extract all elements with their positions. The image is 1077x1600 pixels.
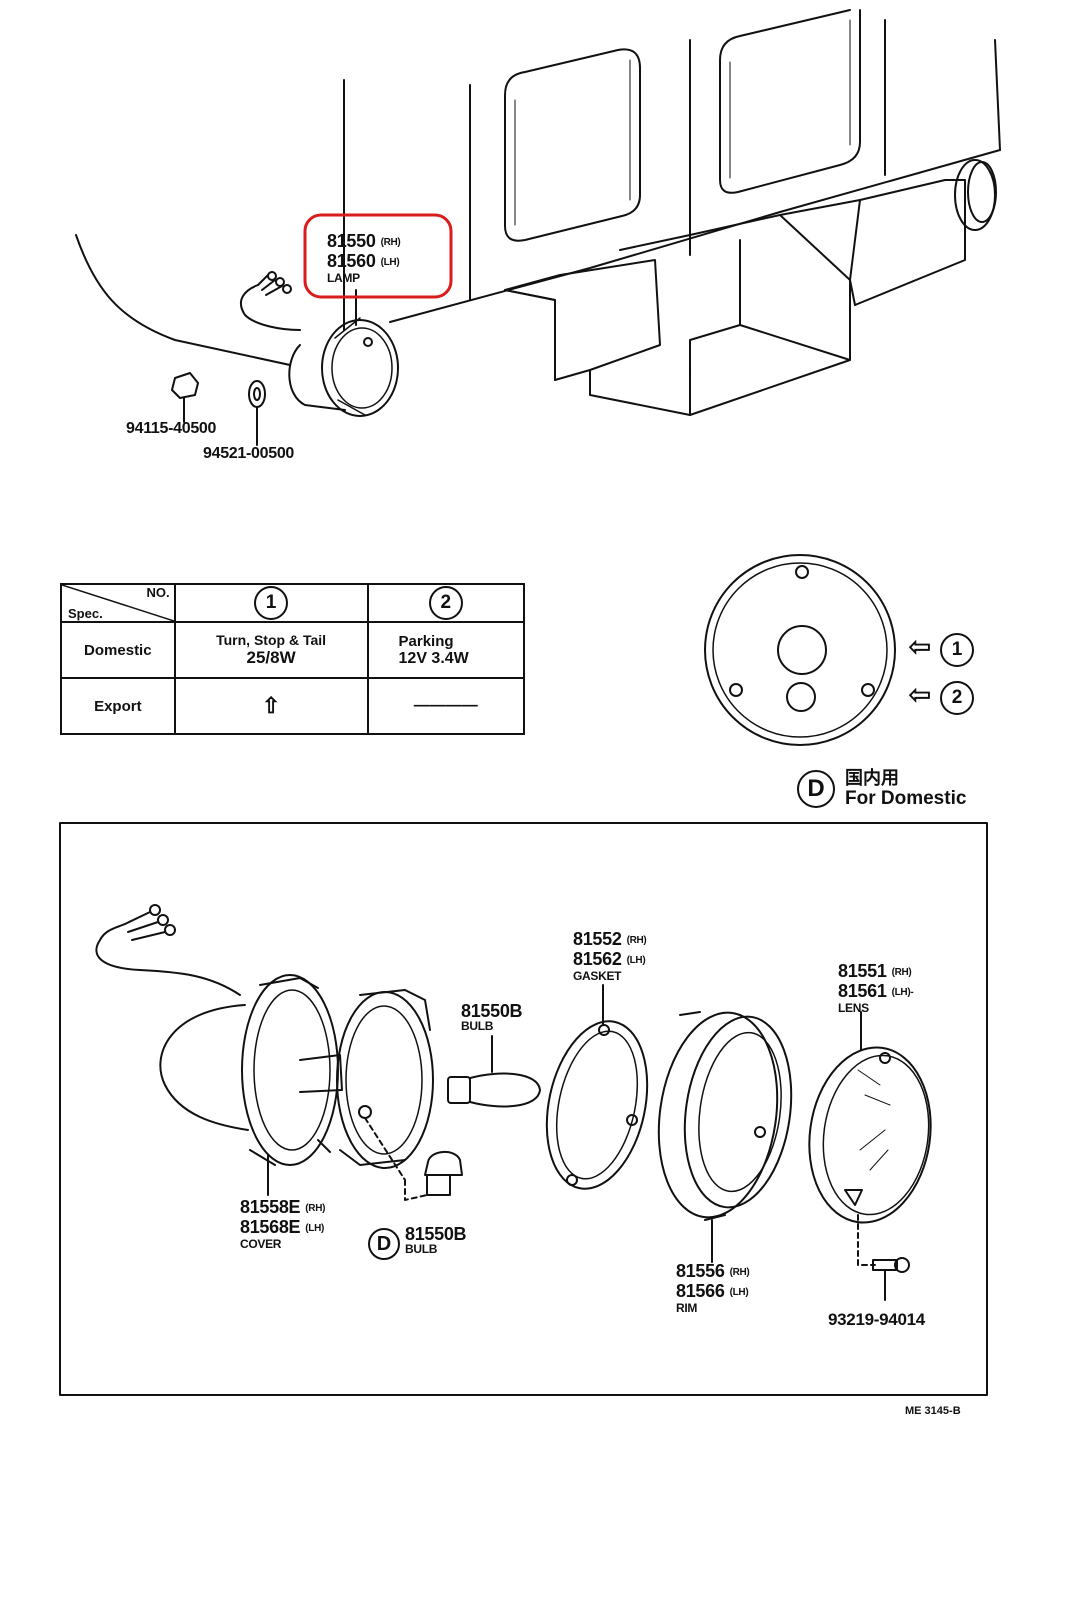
gasket-lh-tag: (LH) bbox=[626, 955, 646, 966]
lens-lh-number: 81561 bbox=[838, 981, 887, 1001]
cover-rh-tag: (RH) bbox=[305, 1203, 326, 1214]
corner-no-label: NO. bbox=[146, 585, 170, 600]
col1-header: 1 bbox=[173, 583, 369, 623]
exploded-view-frame bbox=[59, 822, 988, 1396]
rim-part-label: 81556 (RH) 81566 (LH) RIM bbox=[676, 1261, 750, 1315]
col2-header: 2 bbox=[366, 583, 526, 623]
row-label-export: Export bbox=[60, 677, 176, 735]
domestic-note-en: For Domestic bbox=[845, 788, 967, 809]
screw-icon bbox=[872, 1257, 910, 1301]
bulb-main-name: BULB bbox=[461, 1019, 494, 1033]
domestic-d-letter: D bbox=[797, 770, 835, 808]
row-label-domestic: Domestic bbox=[60, 621, 176, 679]
lamp-lh-number: 81560 bbox=[327, 251, 376, 271]
gasket-rh-tag: (RH) bbox=[626, 935, 647, 946]
face-marker-2: 2 bbox=[940, 681, 974, 715]
cover-name: COVER bbox=[240, 1237, 282, 1251]
table-row: Export ⇧ ———— bbox=[60, 677, 526, 735]
lens-rh-tag: (RH) bbox=[891, 967, 912, 978]
lens-name: LENS bbox=[838, 1001, 869, 1015]
gasket-lh-number: 81562 bbox=[573, 949, 622, 969]
lamp-part-label: 81550 (RH) 81560 (LH) LAMP bbox=[327, 231, 401, 285]
export-col1-same-arrow: ⇧ bbox=[173, 677, 369, 735]
gasket-part-label: 81552 (RH) 81562 (LH) GASKET bbox=[573, 929, 647, 983]
lens-rh-number: 81551 bbox=[838, 961, 887, 981]
lens-part-label: 81551 (RH) 81561 (LH)- LENS bbox=[838, 961, 914, 1015]
spec-corner-cell: NO. Spec. bbox=[60, 583, 176, 623]
bulb-d-part-label: 81550B BULB bbox=[405, 1224, 467, 1256]
cover-lh-number: 81568E bbox=[240, 1217, 301, 1237]
col2-number: 2 bbox=[428, 586, 463, 620]
face-marker-1: 1 bbox=[940, 633, 974, 667]
domestic-col2-line1: Parking bbox=[398, 632, 454, 650]
washer-icon bbox=[248, 380, 266, 408]
lamp-name: LAMP bbox=[327, 271, 360, 285]
rim-rh-tag: (RH) bbox=[729, 1267, 750, 1278]
nut-part-number: 94115-40500 bbox=[126, 420, 217, 437]
diagonal-line bbox=[62, 585, 174, 621]
rim-name: RIM bbox=[676, 1301, 698, 1315]
table-row: Domestic Turn, Stop & Tail 25/8W Parking… bbox=[60, 621, 526, 679]
small-bulb-icon bbox=[404, 1151, 463, 1201]
main-bulb-icon bbox=[447, 1035, 541, 1108]
domestic-col2-line2: 12V 3.4W bbox=[398, 649, 469, 667]
bulb-d-symbol: D bbox=[368, 1228, 400, 1260]
domestic-d-symbol: D bbox=[797, 770, 835, 808]
cover-lh-tag: (LH) bbox=[305, 1223, 325, 1234]
bulb-main-part-label: 81550B BULB bbox=[461, 1001, 523, 1033]
face-marker-2-number: 2 bbox=[940, 681, 974, 715]
bulb-main-number: 81550B bbox=[461, 1001, 523, 1021]
highlight-box bbox=[303, 213, 453, 299]
bulb-d-letter: D bbox=[368, 1228, 400, 1260]
domestic-col1: Turn, Stop & Tail 25/8W bbox=[173, 621, 369, 679]
lamp-face-view bbox=[704, 554, 896, 746]
lamp-rh-number: 81550 bbox=[327, 231, 376, 251]
gasket-icon bbox=[545, 984, 649, 1190]
wire-harness bbox=[95, 904, 241, 996]
cover-part-label: 81558E (RH) 81568E (LH) COVER bbox=[240, 1198, 325, 1251]
domestic-col2: Parking 12V 3.4W bbox=[366, 621, 526, 679]
face-marker-1-number: 1 bbox=[940, 633, 974, 667]
corner-spec-label: Spec. bbox=[68, 606, 103, 621]
bulb-spec-table: NO. Spec. 1 2 Domestic Turn, Stop & Tail… bbox=[60, 583, 526, 735]
bulb-d-number: 81550B bbox=[405, 1224, 467, 1244]
washer-part-number: 94521-00500 bbox=[203, 445, 295, 462]
rim-lh-tag: (LH) bbox=[729, 1287, 749, 1298]
arrow1-icon: ⇦ bbox=[908, 631, 932, 662]
figure-code: ME 3145-B bbox=[905, 1405, 961, 1417]
vehicle-rear-body bbox=[75, 9, 1001, 446]
lamp-lh-tag: (LH) bbox=[380, 257, 400, 268]
gasket-name: GASKET bbox=[573, 969, 622, 983]
bulb-d-name: BULB bbox=[405, 1242, 438, 1256]
lamp-assembly-top bbox=[239, 271, 399, 417]
cover-rh-number: 81558E bbox=[240, 1197, 301, 1217]
screw-part-number: 93219-94014 bbox=[828, 1310, 925, 1329]
arrow2-icon: ⇦ bbox=[908, 679, 932, 710]
domestic-col1-line1: Turn, Stop & Tail bbox=[216, 632, 327, 648]
rim-rh-number: 81556 bbox=[676, 1261, 725, 1281]
lamp-rh-tag: (RH) bbox=[380, 237, 401, 248]
lens-icon bbox=[808, 1011, 932, 1266]
lamp-housing bbox=[159, 974, 434, 1181]
rim-lh-number: 81566 bbox=[676, 1281, 725, 1301]
lens-lh-tag: (LH)- bbox=[891, 987, 914, 998]
rim-icon bbox=[657, 1011, 793, 1263]
domestic-note-jp: 国内用 bbox=[845, 768, 899, 789]
col1-number: 1 bbox=[254, 586, 289, 620]
export-col2-none: ———— bbox=[366, 677, 526, 735]
nut-icon bbox=[171, 372, 199, 399]
domestic-col1-line2: 25/8W bbox=[246, 648, 296, 667]
gasket-rh-number: 81552 bbox=[573, 929, 622, 949]
